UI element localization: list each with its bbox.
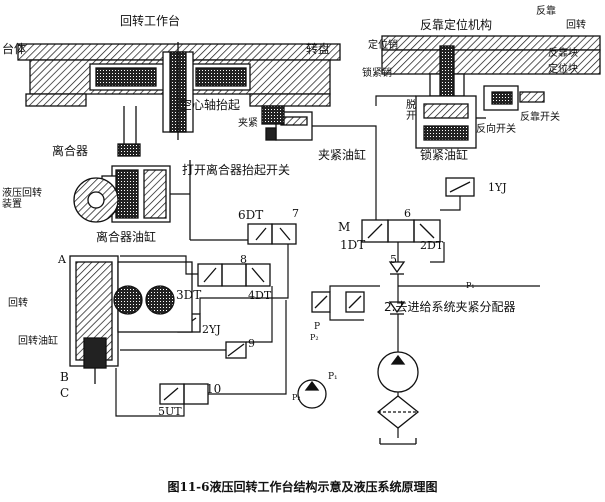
label-p: P — [314, 322, 321, 332]
label-clutch: 离合器 — [52, 144, 89, 158]
label-disengage: 脱开 — [406, 100, 416, 122]
clutch-assembly — [73, 160, 191, 240]
label-p1-small: P₁ — [466, 281, 475, 290]
label-8: 8 — [240, 253, 247, 266]
label-2-to-feed-clamp: 2.去进给系统夹紧分配器 — [384, 300, 516, 314]
label-p2: P₂ — [292, 393, 301, 402]
label-reverse-block: 反靠块 — [548, 48, 578, 59]
label-1dt: 1DT — [340, 238, 366, 252]
label-6: 6 — [404, 207, 411, 220]
label-lift-open-switch: 打开离合器抬起开关 — [182, 163, 291, 177]
label-locking-pin: 锁紧销 — [362, 68, 392, 79]
label-positioning-pin: 定位销 — [368, 40, 398, 51]
label-b: B — [60, 370, 69, 384]
label-2yj: 2YJ — [202, 323, 221, 336]
label-m: M — [338, 220, 351, 234]
figure-caption: 图11-6液压回转工作台结构示意及液压系统原理图 — [167, 480, 438, 494]
label-10: 10 — [206, 382, 222, 396]
label-reverse-positioning: 反靠定位机构 — [420, 18, 493, 32]
label-rotary-table: 回转工作台 — [120, 14, 181, 28]
label-4dt: 4DT — [248, 289, 272, 302]
label-7: 7 — [292, 207, 299, 220]
label-p1: P₁ — [328, 372, 338, 382]
label-clutch-cylinder: 离合器油缸 — [96, 230, 157, 244]
label-2dt: 2DT — [420, 239, 444, 252]
label-a: A — [58, 253, 66, 266]
valves — [159, 177, 475, 445]
label-clamp-cylinder: 夹紧油缸 — [318, 148, 367, 162]
label-reverse: 反靠 — [536, 6, 556, 17]
label-hydraulic-rotary-device: 液压回转装置 — [2, 188, 42, 210]
label-rotary-cylinder: 回转油缸 — [18, 336, 58, 347]
label-turntable: 转盘 — [306, 42, 331, 56]
rotary-cylinder — [69, 255, 193, 384]
label-3dt: 3DT — [176, 288, 202, 302]
rotary-table-assembly — [17, 42, 341, 157]
label-reverse-switch-2: 反向开关 — [476, 124, 516, 135]
label-c: C — [60, 386, 70, 400]
positioning-mechanism — [381, 35, 601, 149]
label-6dt: 6DT — [238, 208, 264, 222]
label-rotate: 回转 — [566, 20, 586, 31]
label-lock-cylinder: 锁紧油缸 — [420, 148, 469, 162]
label-5: 5 — [390, 253, 397, 266]
label-clamp: 夹紧 — [238, 118, 258, 129]
label-p2-small: P₂ — [310, 333, 319, 342]
label-rotate-left: 回转 — [8, 298, 28, 309]
label-positioning-block: 定位块 — [548, 64, 578, 75]
label-1yj: 1YJ — [488, 181, 507, 194]
label-5ut: 5UT — [158, 405, 182, 418]
label-body: 台体 — [2, 42, 27, 56]
label-9: 9 — [248, 337, 255, 350]
label-reverse-switch-1: 反靠开关 — [520, 112, 560, 123]
label-hollow-shaft-lift: 空心轴抬起 — [180, 98, 241, 112]
hydraulic-lines — [115, 95, 540, 438]
